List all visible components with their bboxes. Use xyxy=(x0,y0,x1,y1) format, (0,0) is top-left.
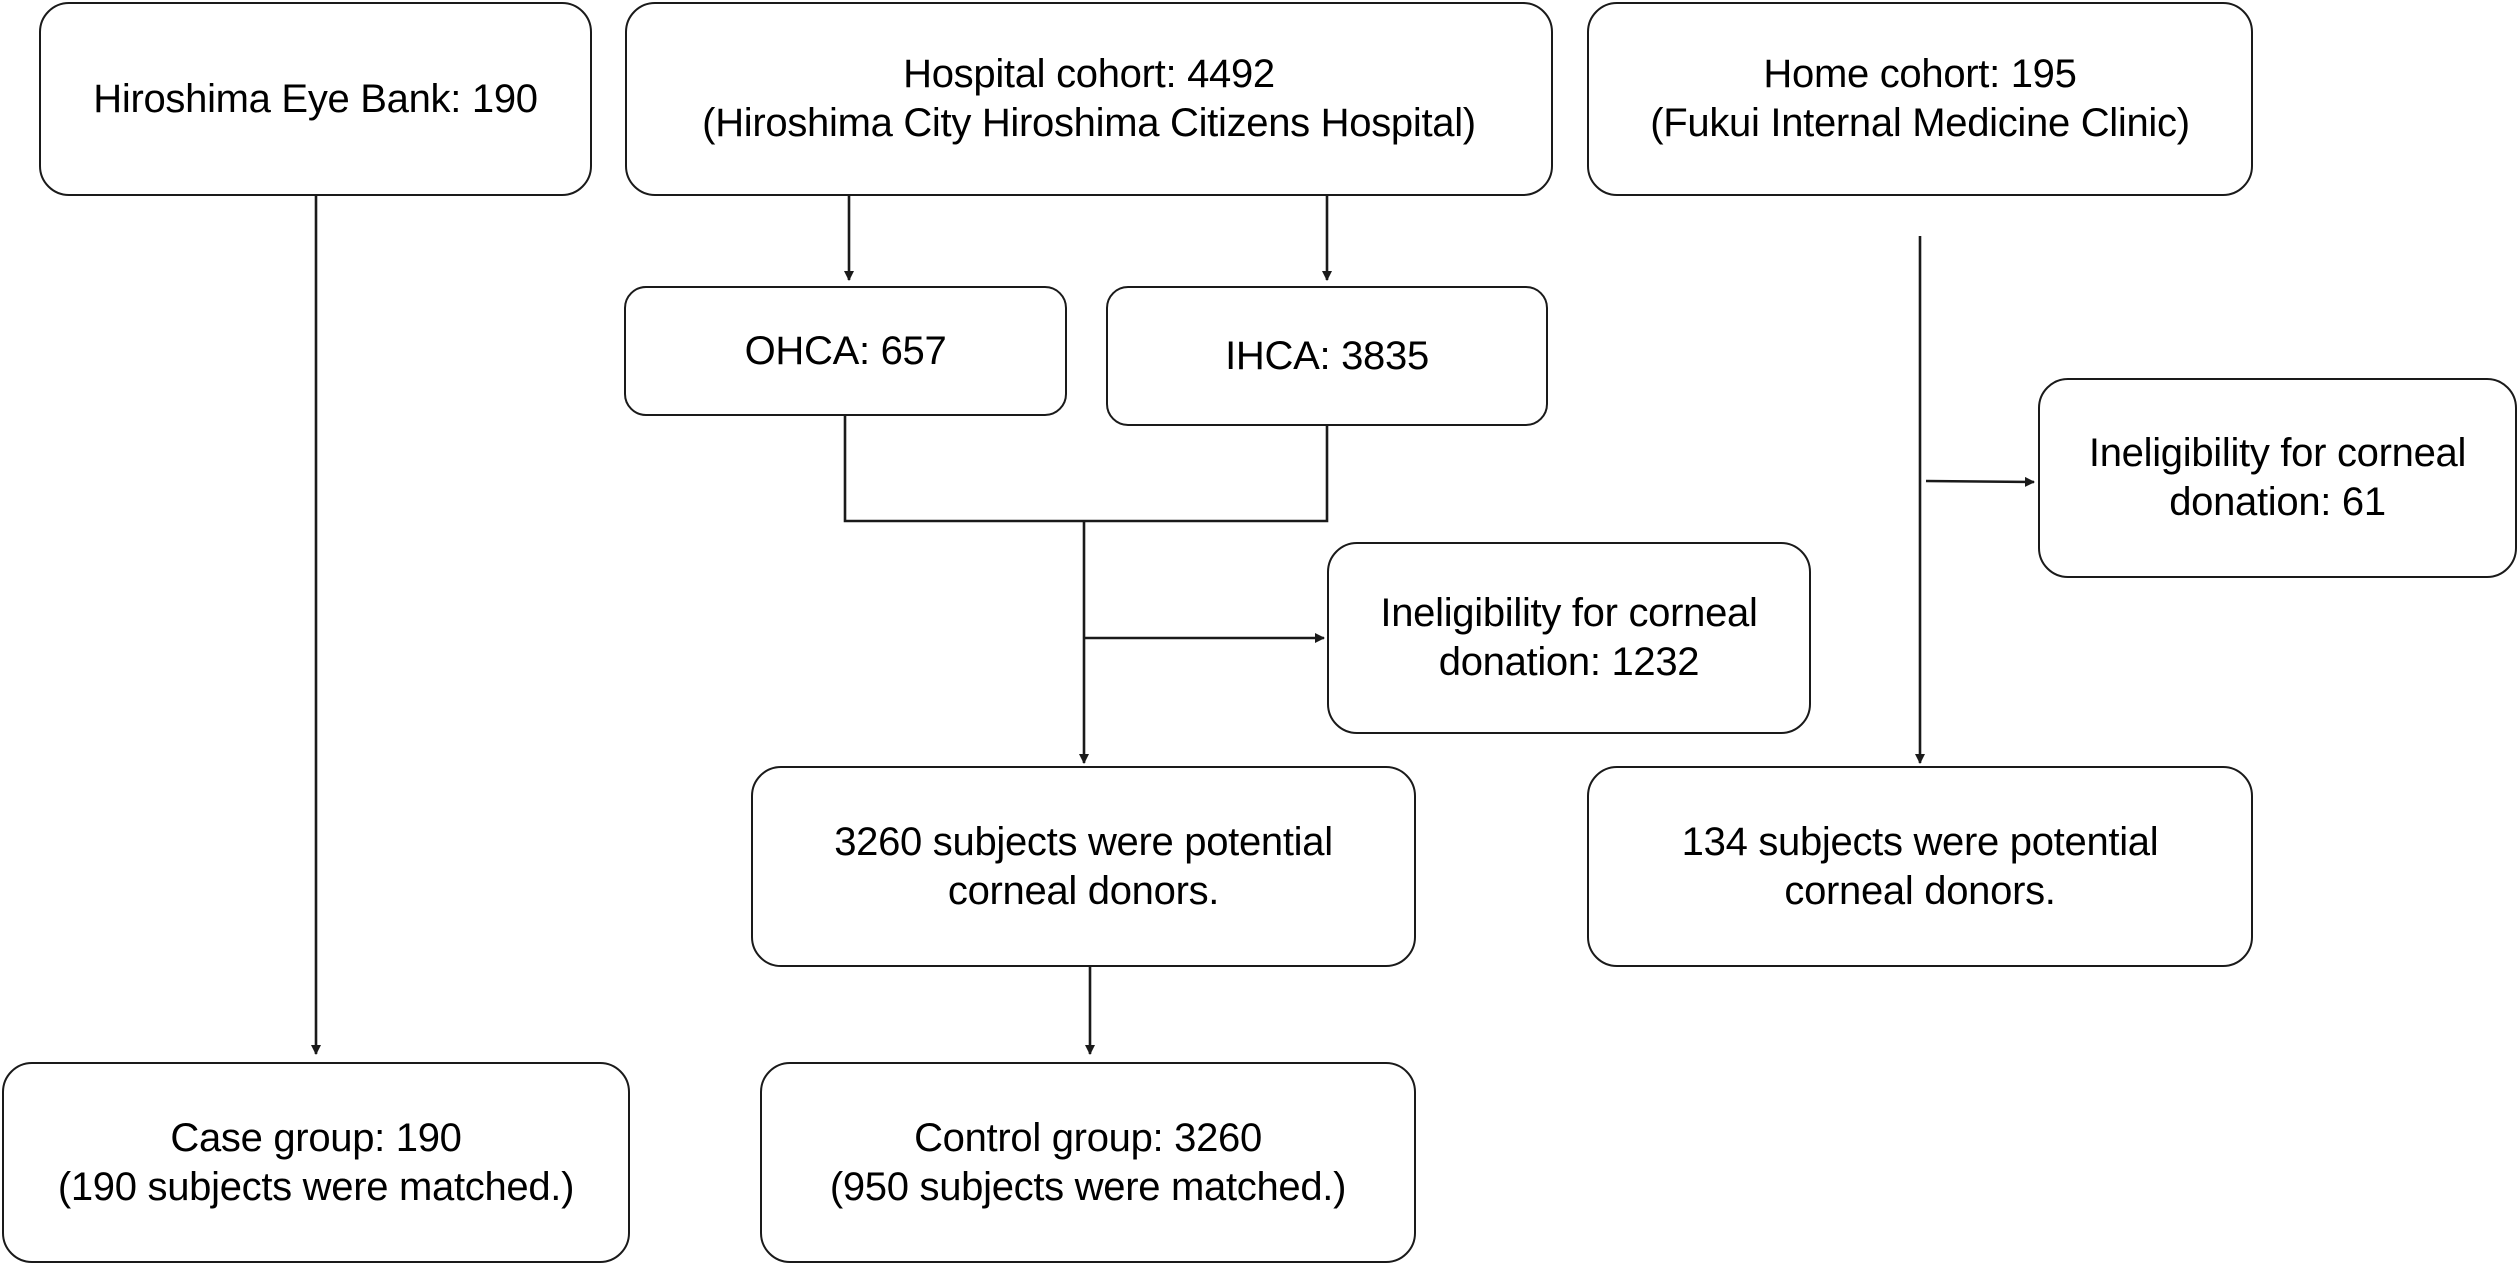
hospital-ineligible-box: Ineligibility for corneal donation: 1232 xyxy=(1327,542,1811,734)
ohca-box: OHCA: 657 xyxy=(624,286,1067,416)
hospital-cohort-source: (Hiroshima City Hiroshima Citizens Hospi… xyxy=(702,101,1476,145)
hospital-potential-donors-suffix: corneal donors. xyxy=(947,868,1220,913)
home-ineligible-box: Ineligibility for corneal donation: 61 xyxy=(2038,378,2517,578)
ohca-label: OHCA: 657 xyxy=(744,328,947,373)
control-group-label: Control group: 3260 xyxy=(914,1115,1262,1160)
control-group-matched: (950 subjects were matched.) xyxy=(829,1164,1347,1209)
eye-bank-label: Hiroshima Eye Bank: 190 xyxy=(93,76,538,121)
home-cohort-box: Home cohort: 195 (Fukui Internal Medicin… xyxy=(1587,2,2253,196)
home-cohort-source: (Fukui Internal Medicine Clinic) xyxy=(1650,101,2190,145)
home-ineligible-label: Ineligibility for corneal xyxy=(2088,431,2467,475)
hospital-ineligible-count: donation: 1232 xyxy=(1438,640,1700,684)
hospital-ineligible-label: Ineligibility for corneal xyxy=(1380,591,1758,635)
arrow-to-home-ineligible xyxy=(1925,476,2035,487)
home-cohort-label: Home cohort: 195 xyxy=(1763,52,2077,96)
ihca-box: IHCA: 3835 xyxy=(1106,286,1548,426)
hospital-potential-donors-label: 3260 subjects were potential xyxy=(834,819,1333,864)
home-potential-donors-box: 134 subjects were potential corneal dono… xyxy=(1587,766,2253,967)
case-group-box: Case group: 190 (190 subjects were match… xyxy=(2,1062,630,1263)
control-group-box: Control group: 3260 (950 subjects were m… xyxy=(760,1062,1416,1263)
hospital-cohort-label: Hospital cohort: 4492 xyxy=(903,52,1275,96)
case-group-label: Case group: 190 xyxy=(170,1115,462,1160)
hospital-cohort-box: Hospital cohort: 4492 (Hiroshima City Hi… xyxy=(625,2,1553,196)
connector-ohca-ihca-merge xyxy=(843,416,1329,523)
home-ineligible-count: donation: 61 xyxy=(2169,480,2386,524)
hospital-potential-donors-box: 3260 subjects were potential corneal don… xyxy=(751,766,1416,967)
home-potential-donors-label: 134 subjects were potential xyxy=(1681,819,2159,864)
home-potential-donors-suffix: corneal donors. xyxy=(1784,868,2056,913)
ihca-label: IHCA: 3835 xyxy=(1225,333,1429,378)
eye-bank-box: Hiroshima Eye Bank: 190 xyxy=(39,2,592,196)
case-group-matched: (190 subjects were matched.) xyxy=(57,1164,575,1209)
